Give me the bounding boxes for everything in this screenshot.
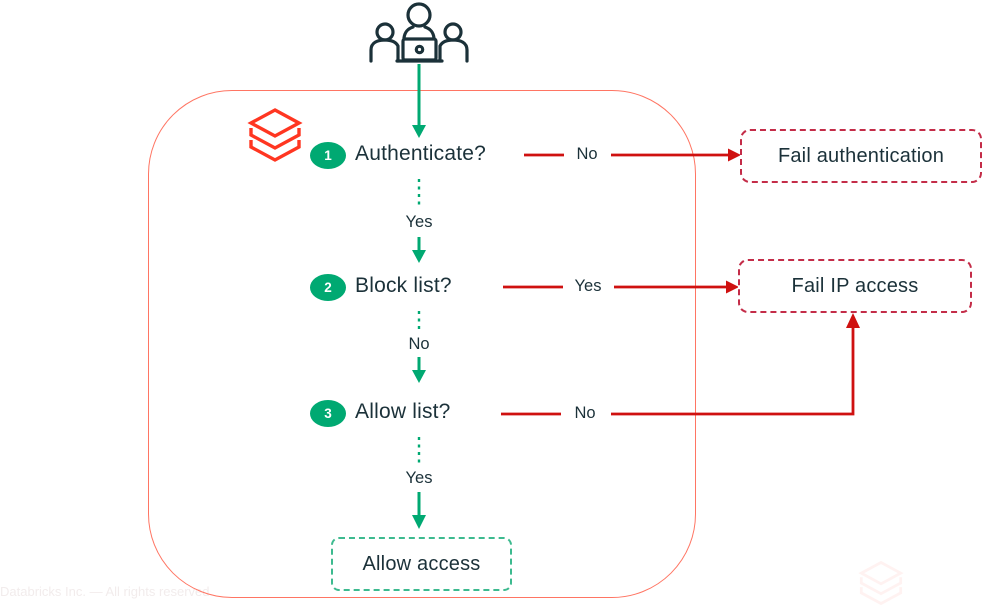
edge-label-step2-no: No [405,335,433,354]
allow-access-node: Allow access [331,537,512,591]
fail-authentication-node: Fail authentication [740,129,982,183]
fail-authentication-label: Fail authentication [777,144,945,167]
fail-ip-access-label: Fail IP access [791,274,919,297]
users-group-icon [369,2,469,63]
edge-label-step1-yes: Yes [402,213,436,232]
step-number: 2 [324,279,332,295]
step-label-authenticate: Authenticate? [355,142,487,165]
step-badge-3: 3 [310,399,346,427]
databricks-logo-watermark-icon [858,560,904,606]
fail-ip-access-node: Fail IP access [738,259,972,313]
step-badge-1: 1 [310,141,346,169]
step-label-allow-list: Allow list? [355,400,451,423]
allow-access-label: Allow access [362,552,481,575]
databricks-logo-icon [247,108,303,162]
edge-label-step3-yes: Yes [402,469,436,488]
step-number: 1 [324,147,332,163]
edge-label-step1-no: No [573,145,601,164]
step-number: 3 [324,405,332,421]
step-badge-2: 2 [310,273,346,301]
step-label-block-list: Block list? [355,274,452,297]
edge-label-step2-yes: Yes [571,277,605,296]
copyright-watermark: Databricks Inc. — All rights reserved [0,584,210,599]
edge-label-step3-no: No [571,404,599,423]
